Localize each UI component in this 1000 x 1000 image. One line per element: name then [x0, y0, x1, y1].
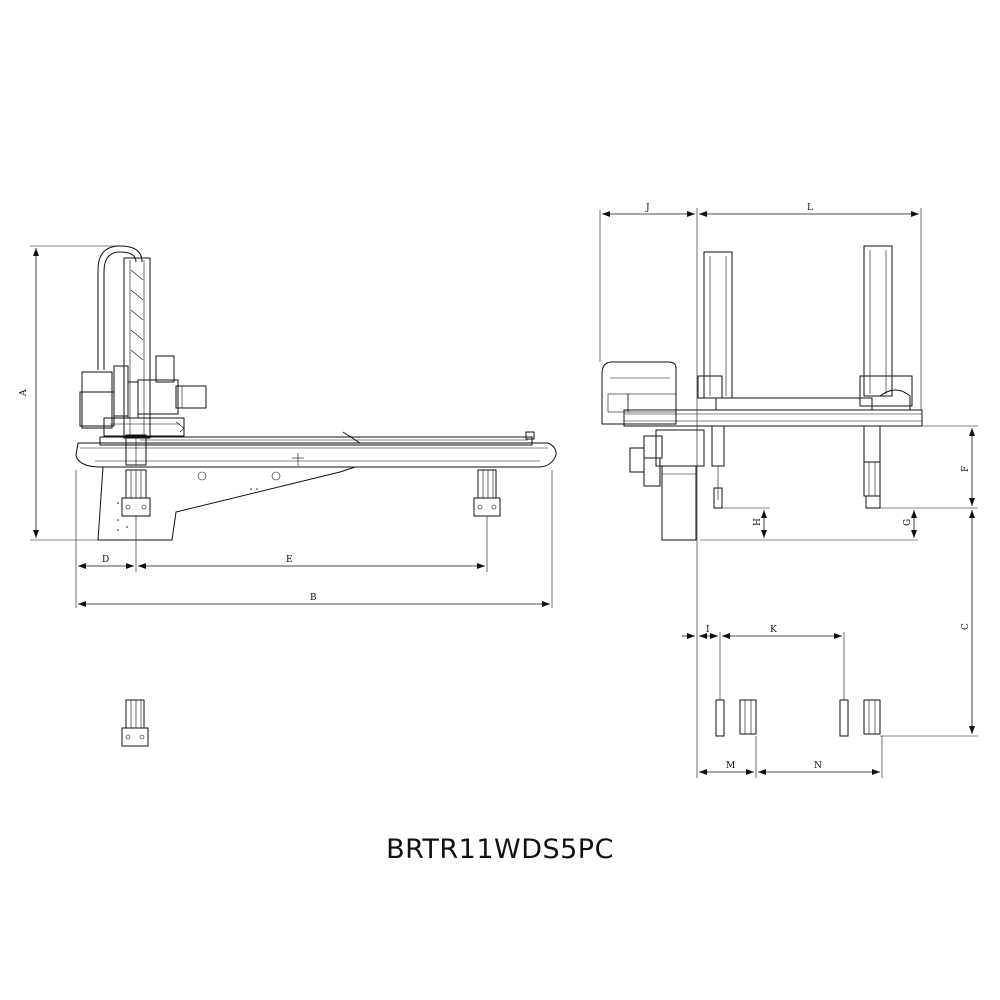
- side-view: [30, 245, 557, 747]
- detached-gripper: [121, 699, 149, 747]
- dim-label-g: G: [903, 519, 913, 526]
- traverse-beam: [75, 431, 557, 468]
- front-view: [599, 208, 978, 778]
- carriage-motor-block: [79, 355, 207, 437]
- dim-label-n: N: [814, 761, 822, 771]
- dim-label-b: B: [310, 593, 317, 603]
- dim-label-a: A: [19, 389, 29, 397]
- dim-label-c: C: [961, 623, 971, 630]
- dim-label-l: L: [807, 203, 813, 213]
- front-pedestal: [629, 429, 705, 541]
- dim-label-i: I: [706, 625, 710, 635]
- dim-label-d: D: [102, 555, 109, 565]
- model-title: BRTR11WDS5PC: [386, 834, 614, 865]
- dimension-labels: A D E B J L F C G H I K M N: [19, 203, 971, 771]
- dim-label-e: E: [286, 555, 293, 565]
- dim-label-j: J: [645, 203, 650, 213]
- left-column: [697, 251, 733, 509]
- control-box: [601, 361, 677, 425]
- right-gripper: [473, 469, 501, 517]
- side-dimensions: [30, 245, 553, 608]
- dim-label-h: H: [753, 518, 763, 526]
- dim-label-m: M: [726, 761, 735, 771]
- right-column: [859, 245, 913, 509]
- side-gripper: [121, 469, 151, 517]
- front-dimensions: [599, 208, 978, 778]
- vertical-arm: [97, 245, 151, 466]
- bottom-grippers: [715, 642, 881, 737]
- support-stand: [97, 466, 356, 541]
- front-crossbeam: [623, 397, 923, 427]
- dim-label-f: F: [961, 466, 971, 472]
- dim-label-k: K: [770, 625, 777, 635]
